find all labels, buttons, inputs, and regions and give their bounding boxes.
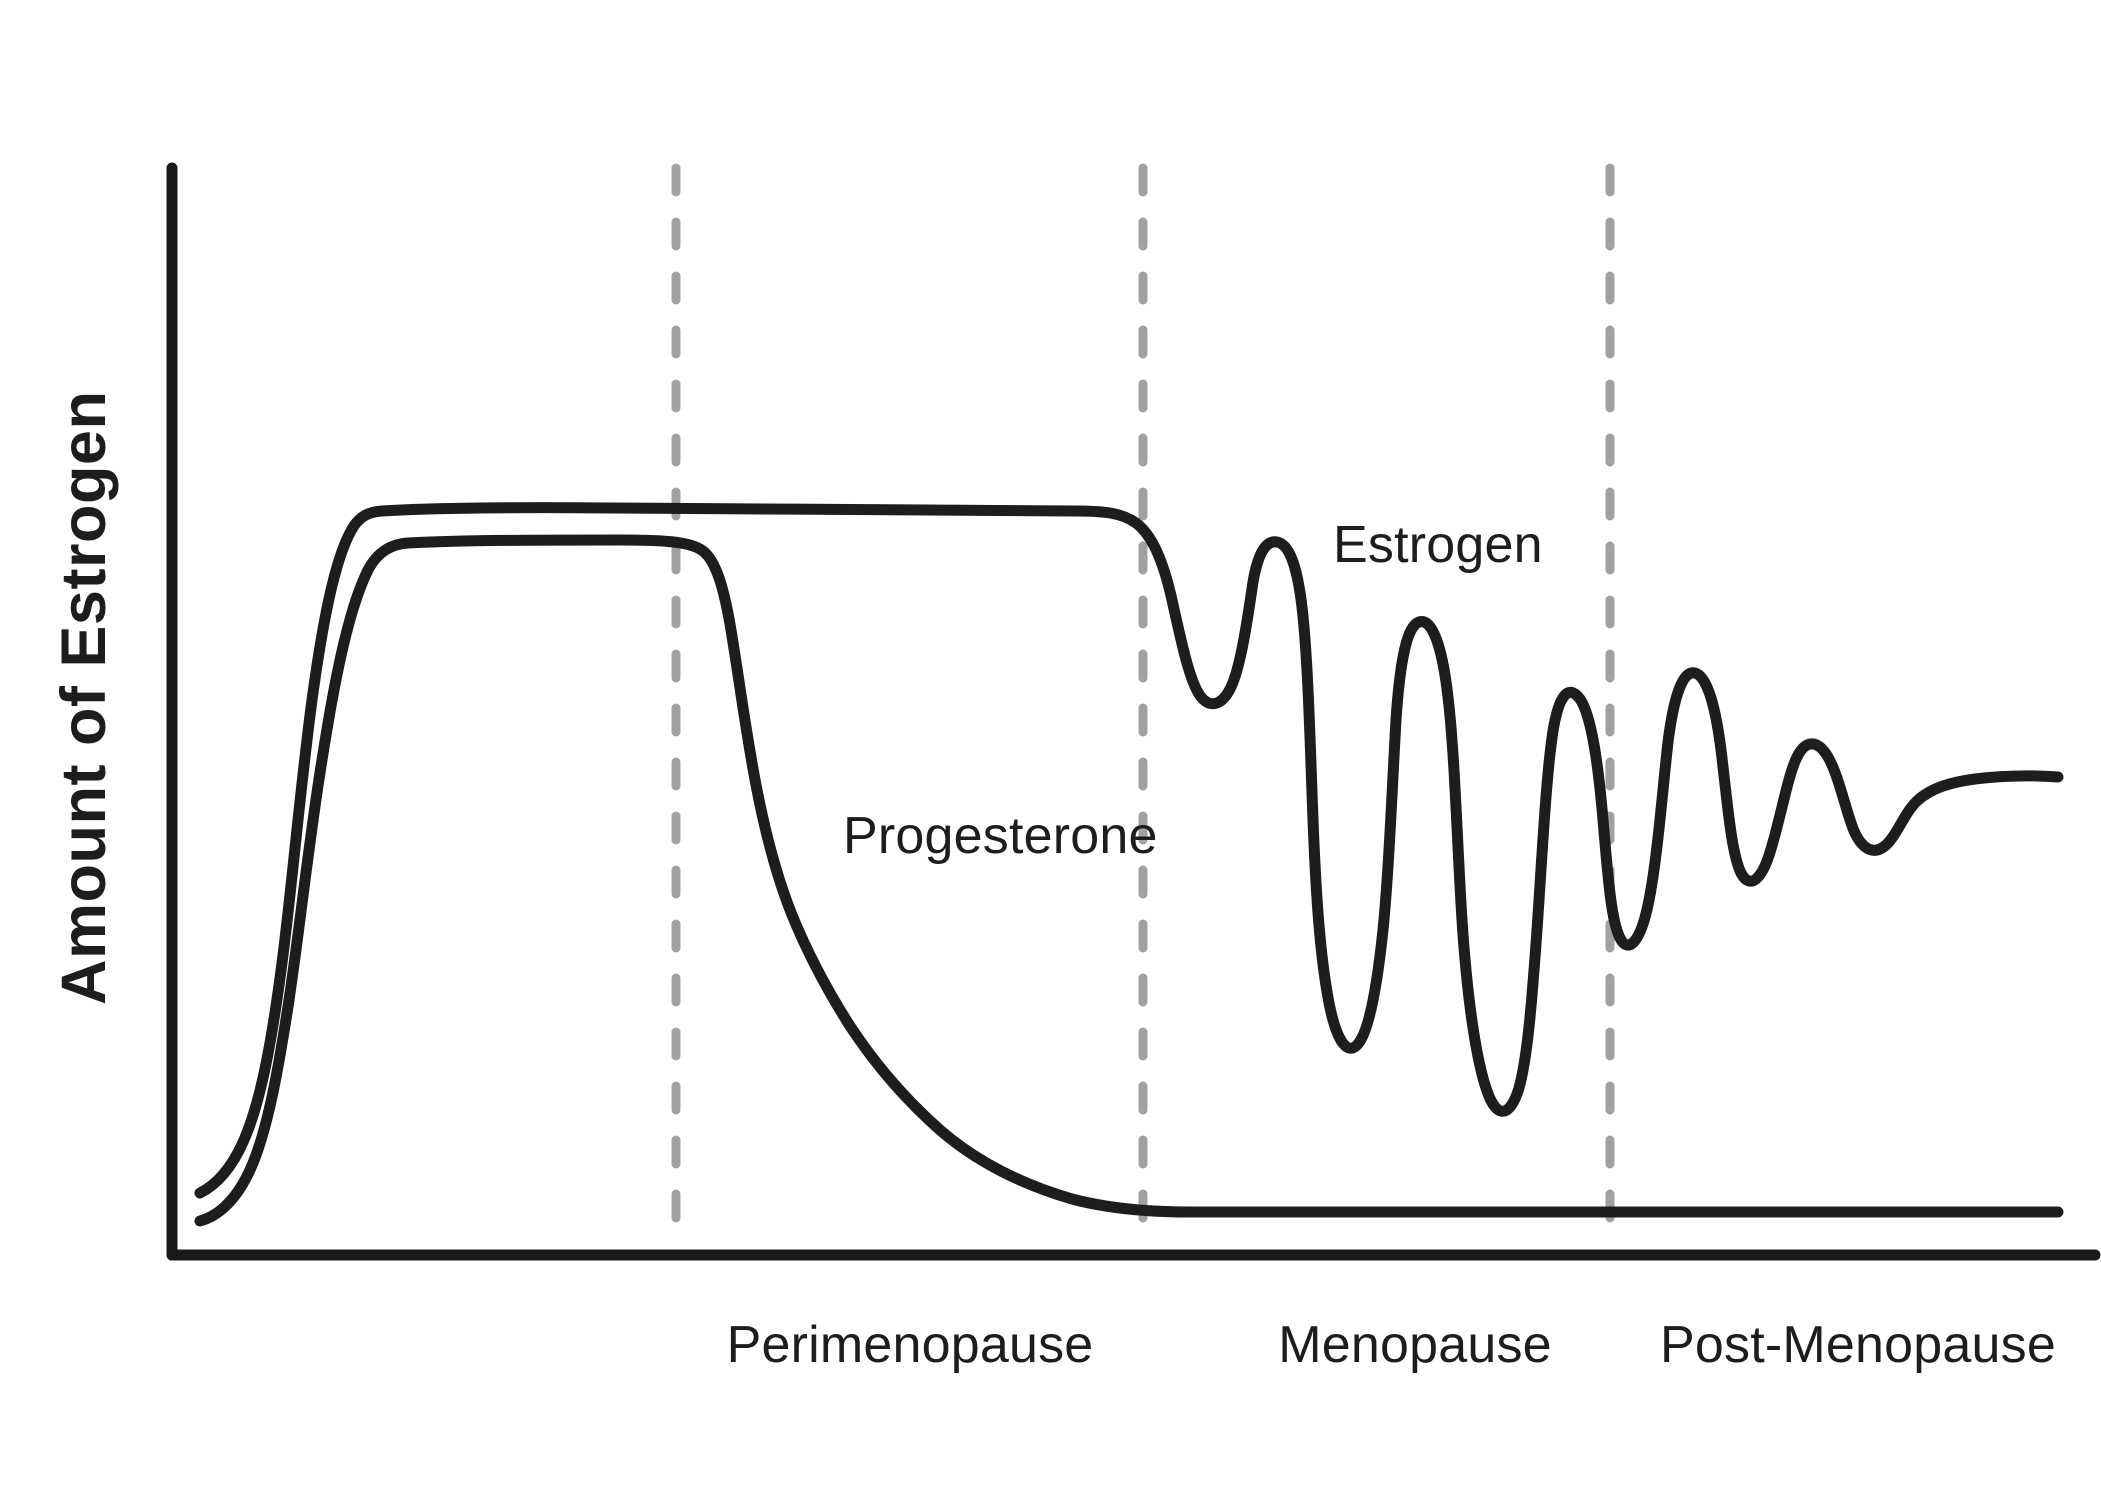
- phase-dividers: [671, 163, 1615, 1250]
- phase-label-post-menopause: Post-Menopause: [1660, 1316, 2056, 1374]
- series-label-estrogen: Estrogen: [1333, 516, 1543, 574]
- series-line-estrogen: [194, 502, 2064, 1199]
- chart-axes: [166, 162, 2101, 1261]
- phase-label-perimenopause: Perimenopause: [727, 1316, 1094, 1374]
- y-axis-title: Amount of Estrogen: [49, 391, 119, 1005]
- series-line-progesterone: [194, 534, 2064, 1227]
- series-label-progesterone: Progesterone: [843, 807, 1158, 865]
- phase-label-menopause: Menopause: [1278, 1316, 1552, 1374]
